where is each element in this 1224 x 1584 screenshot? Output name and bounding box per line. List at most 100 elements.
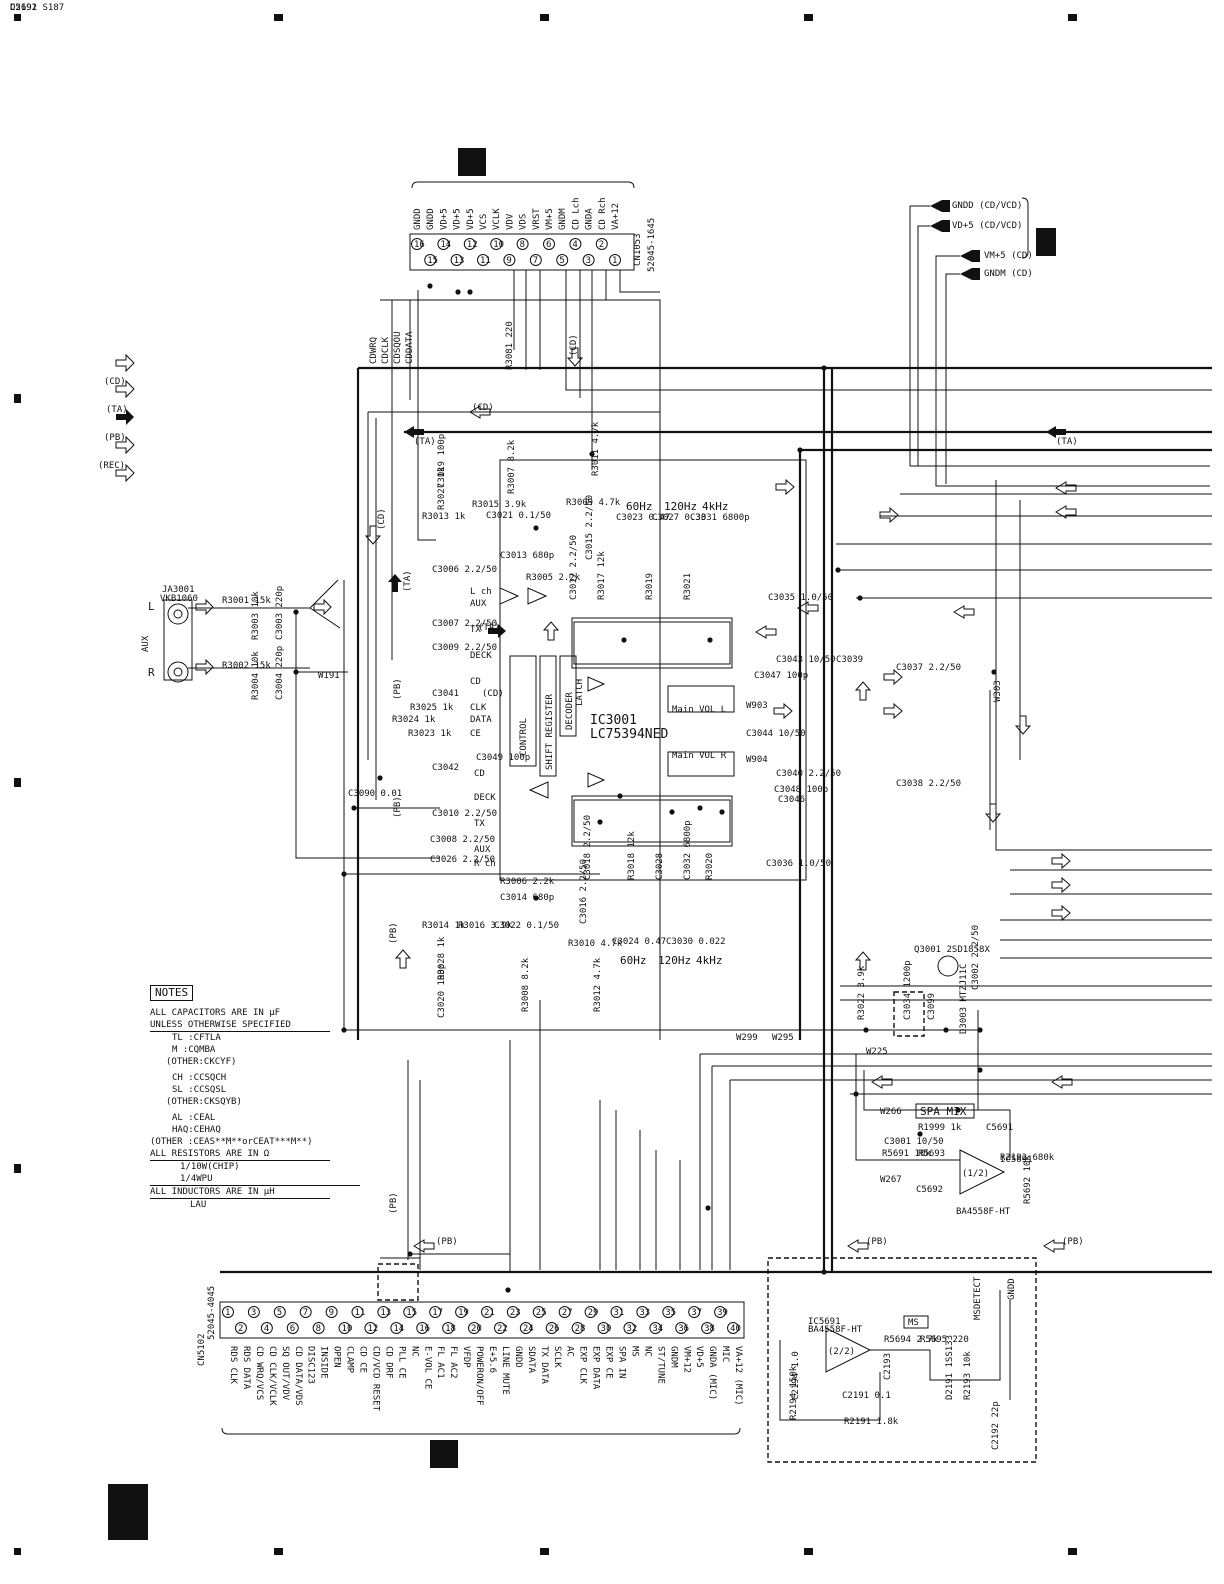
component-label: C3013 680p [500, 551, 554, 561]
cn5102-pin-circle [364, 1322, 377, 1334]
junction-dot [669, 809, 675, 815]
component-label: R3014 1k [422, 921, 466, 931]
cn5102-pin-name: CLAMP [345, 1346, 355, 1374]
cn5102-pin-circle [260, 1322, 273, 1334]
cn5102-pin-number: 21 [484, 1308, 495, 1318]
cn1053-pin-circle [529, 254, 542, 266]
cn5102-pin-name: GNDM [668, 1346, 678, 1368]
component-label: C3004 220p [275, 646, 285, 700]
power-vd5-cd-vcd: VD+5 (CD/VCD) [952, 221, 1022, 231]
component-label: R3012 4.7k [593, 957, 603, 1012]
cn5102-pin-circle [429, 1306, 442, 1318]
cn1053-pin-number: 6 [546, 240, 551, 250]
w903-label: W903 [746, 701, 768, 711]
cn5102-pin-circle [455, 1306, 468, 1318]
component-label: R3008 8.2k [521, 957, 531, 1012]
cn1053-pin-circle [503, 254, 516, 266]
notes-line: HAQ:CEHAQ [172, 1125, 221, 1135]
component-label: C3038 2.2/50 [896, 779, 961, 789]
ic-input-label: CD [470, 677, 481, 687]
legend-ta: (TA) [106, 405, 128, 415]
component-label: C2194 1.0 [791, 1351, 801, 1400]
notes-line: ALL CAPACITORS ARE IN μF [150, 1008, 281, 1018]
component-label: R5695 220 [920, 1335, 969, 1345]
component-label: R3016 3.9k [458, 921, 513, 931]
cn5102-pin-circle [545, 1322, 558, 1334]
cn5102-pin-name: MS [629, 1346, 639, 1357]
junction-dots [293, 283, 997, 1293]
component-label: R3007 8.2k [507, 439, 517, 494]
component-label: C3036 1.0/50 [766, 859, 831, 869]
filter-switch-array-bottom [571, 795, 733, 847]
component-label: R3027 1k [437, 466, 447, 510]
component-label: C3048 100p [774, 785, 828, 795]
ic-control-label: CONTROL [519, 718, 529, 756]
component-label: C3042 [432, 763, 459, 773]
cn1053-pin-circle [609, 254, 621, 266]
component-label: C3003 220p [275, 586, 285, 640]
junction-dot [597, 819, 603, 825]
cn5102-pin-name: E+5.6 [487, 1346, 497, 1373]
component-label: R3025 1k [410, 703, 454, 713]
vol-l-label: Main VOL L [672, 705, 726, 715]
junction-dot [863, 1027, 869, 1033]
cn5102-pin-name: E-VOL CE [422, 1346, 432, 1389]
ms-detector: MS MSDETECT GNDD (2/2) IC5691 BA4558F-HT [767, 1257, 1037, 1463]
power-gndd-cd-vcd: GNDD (CD/VCD) [952, 201, 1022, 211]
junction-dot [977, 1067, 983, 1073]
cn1053-pin-name: VM+5 [545, 208, 555, 230]
component-label: C3047 100p [754, 671, 808, 681]
cn5102-pin-number: 38 [704, 1324, 715, 1334]
cn5102-pin-circle [493, 1322, 506, 1334]
cn5102-pin-number: 2 [238, 1324, 243, 1334]
ic-input-label: CLK [470, 703, 487, 713]
wiring [220, 270, 1212, 1274]
cn1053-pin-circle [411, 238, 423, 250]
component-label: C3044 10/50 [746, 729, 806, 739]
cn1053-pin-name: GNDM [558, 208, 568, 230]
junction-dot [955, 1107, 961, 1113]
cn1053-pin-circle [424, 254, 437, 266]
component-label: R3002 15k [222, 661, 271, 671]
cn5102-pin-circle [299, 1306, 312, 1318]
component-label: R3003 10k [251, 591, 261, 640]
cd-bus-signal: CDSQOU [393, 331, 403, 364]
arrow-ta-right-label: (TA) [1056, 437, 1078, 447]
w904-label: W904 [746, 755, 768, 765]
cn5102-pin-name: NC [642, 1346, 652, 1357]
cn5102-pin-number: 33 [639, 1308, 650, 1318]
cn5102-pin-circle [481, 1306, 493, 1318]
w295-label: W295 [772, 1033, 794, 1043]
spa-mix: SPA MIX (1/2) BA4558F-HT IC5691 W266 W26… [880, 1103, 1033, 1217]
q3001-regulator: Q3001 2SD1858X [893, 945, 990, 1037]
cn5102-pin-name: FL AC2 [448, 1346, 458, 1379]
cn5102-pin-number: 15 [406, 1308, 417, 1318]
junction-dot [377, 775, 383, 781]
cn5102-pin-circle [558, 1306, 571, 1318]
cn1053-pin-name: VD+5 [466, 208, 476, 230]
notes-line: AL :CEAL [172, 1113, 216, 1123]
component-label: C3037 2.2/50 [896, 663, 961, 673]
cn5102-pin-circle [286, 1322, 299, 1334]
jack-r-label: R [148, 666, 155, 679]
component-label: R2191 1.8k [844, 1417, 899, 1427]
component-label: R3023 1k [408, 729, 452, 739]
notes-line: TL :CFTLA [172, 1033, 221, 1043]
cn1053-pin-name: VDS [519, 214, 529, 230]
cn5102-pin-number: 27 [562, 1308, 573, 1318]
arrow-pb-3-label: (PB) [389, 922, 399, 944]
component-label: R5694 2.7k [884, 1335, 939, 1345]
cn1053-pin-name: VRST [532, 208, 542, 230]
component-label: C3016 2.2/50 [579, 859, 589, 924]
arrow-cd-mid-label: (CD) [482, 689, 504, 699]
cn5102-pin-name: PLL CE [396, 1346, 406, 1379]
notes-line: ALL INDUCTORS ARE IN μH [150, 1186, 330, 1199]
ic-input-label: TX [474, 819, 485, 829]
junction-dot [467, 289, 473, 295]
cn1053-pin-name: GNDD [426, 208, 436, 230]
component-label: C3034 1200p [903, 960, 913, 1020]
component-label: C3032 6800p [683, 820, 693, 880]
ic-latch-label: LATCH [575, 679, 585, 706]
